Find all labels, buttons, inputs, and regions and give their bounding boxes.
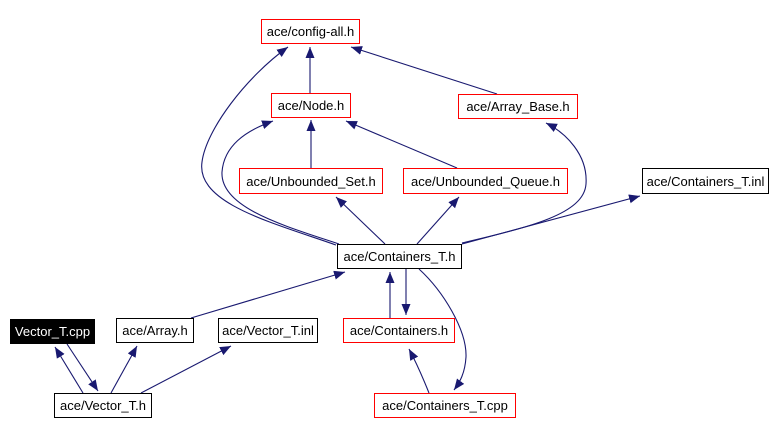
graph-node-vector-t-cpp: Vector_T.cpp (10, 319, 95, 344)
edge-vector-t-h-to-array-h (110, 345, 138, 394)
graph-node-vector-t-h[interactable]: ace/Vector_T.h (54, 393, 152, 418)
edge-containers-t-h-to-config-all-h (201, 46, 337, 246)
graph-node-containers-t-cpp[interactable]: ace/Containers_T.cpp (374, 393, 516, 418)
graph-node-containers-h[interactable]: ace/Containers.h (343, 318, 455, 343)
edge-array-h-to-containers-t-h (190, 270, 346, 319)
edge-vector-t-cpp-to-vector-t-h (66, 343, 99, 392)
edge-vector-t-h-to-vector-t-inl (140, 345, 232, 394)
edge-containers-t-h-to-unbounded-queue-h (416, 196, 460, 245)
graph-node-containers-t-h[interactable]: ace/Containers_T.h (337, 244, 462, 269)
edge-containers-t-h-to-node-h (221, 120, 340, 245)
edge-containers-t-cpp-to-containers-h (408, 348, 430, 394)
graph-node-unbounded-queue-h[interactable]: ace/Unbounded_Queue.h (403, 168, 568, 194)
edge-unbounded-queue-h-to-node-h (345, 120, 458, 169)
graph-node-vector-t-inl[interactable]: ace/Vector_T.inl (218, 318, 318, 343)
edge-containers-t-h-to-unbounded-set-h (335, 196, 386, 245)
graph-node-containers-t-inl[interactable]: ace/Containers_T.inl (642, 168, 769, 194)
graph-node-array-base-h[interactable]: ace/Array_Base.h (458, 94, 578, 119)
graph-node-array-h[interactable]: ace/Array.h (116, 318, 194, 343)
edge-containers-t-h-to-containers-t-cpp (418, 268, 467, 391)
graph-node-unbounded-set-h[interactable]: ace/Unbounded_Set.h (239, 168, 383, 194)
edge-array-base-h-to-config-all-h (350, 46, 498, 95)
edge-containers-t-h-to-array-base-h (461, 122, 587, 244)
edge-vector-t-h-to-vector-t-cpp (54, 346, 84, 394)
graph-node-node-h[interactable]: ace/Node.h (271, 93, 351, 118)
graph-node-config-all-h[interactable]: ace/config-all.h (261, 19, 360, 44)
